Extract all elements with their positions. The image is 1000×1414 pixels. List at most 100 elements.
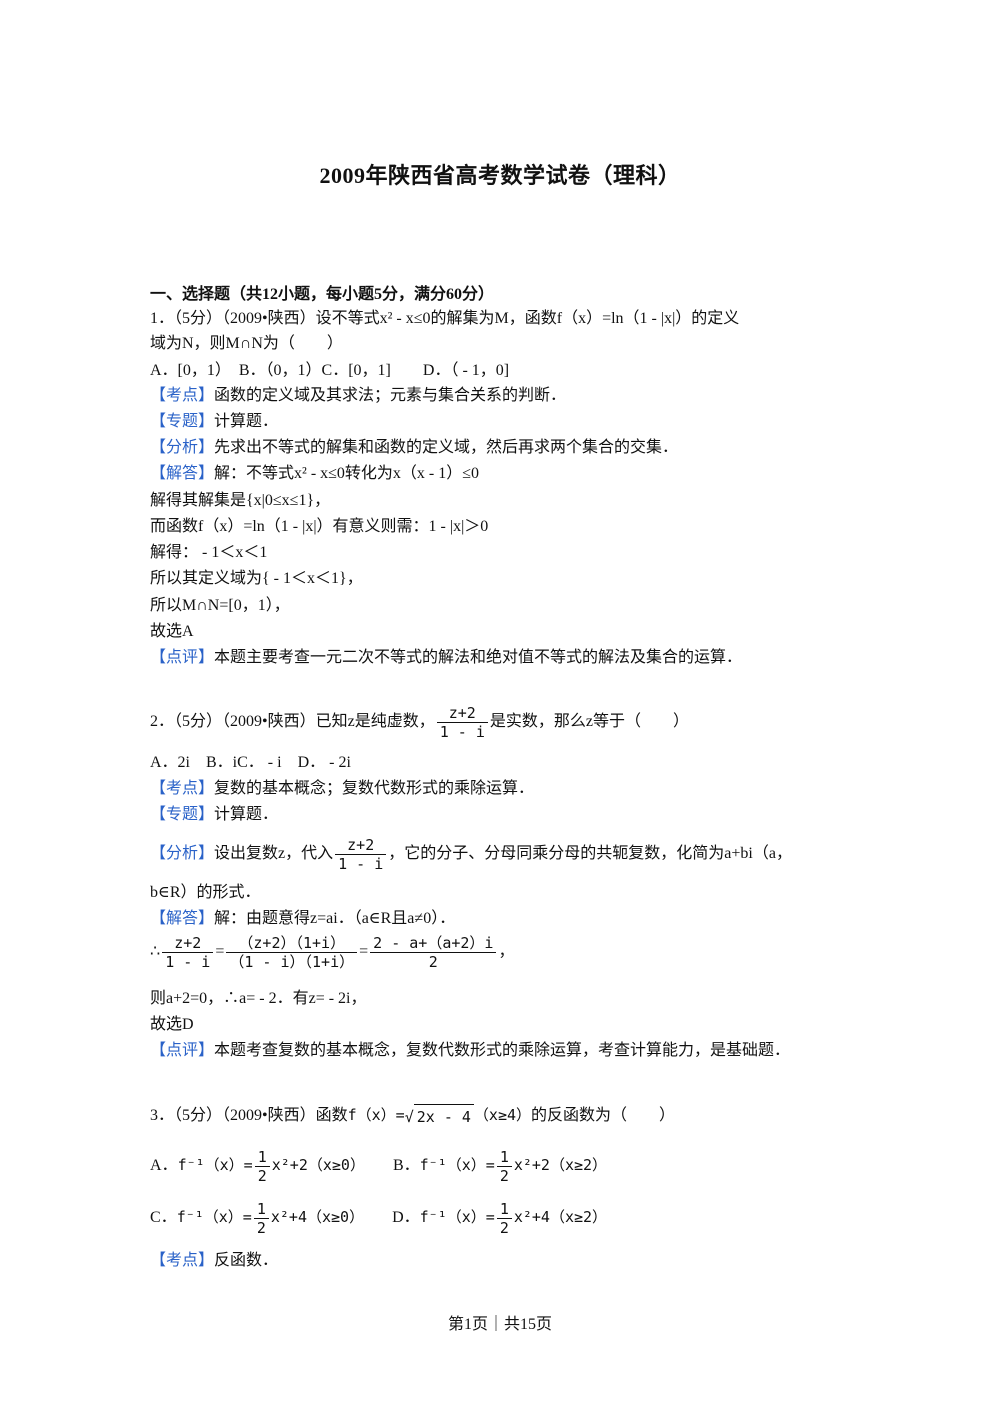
fraction-numerator: 2 - a+（a+2）i [370, 934, 497, 953]
q3-stem: 3．（5分）（2009•陕西）函数f（x）=√2x - 4（x≥4）的反函数为（… [150, 1104, 675, 1128]
option-c-lhs: f⁻¹（x）= [176, 1208, 252, 1227]
q2-zhuanti-text: 计算题． [214, 806, 279, 823]
equals-sign: = [359, 943, 369, 961]
option-a-label: A． [150, 1157, 178, 1175]
q1-zhuanti: 【专题】计算题． [150, 411, 278, 433]
comma: ， [498, 943, 515, 961]
q2-options: A．2i B．iC． - i D． - 2i [150, 754, 351, 771]
q2-kaodian: 【考点】复数的基本概念；复数代数形式的乘除运算． [150, 778, 534, 800]
fraction-numerator: z+2 [335, 836, 387, 855]
option-b-rhs: x²+2（x≥2） [513, 1156, 608, 1175]
fraction-denominator: 2 [256, 1219, 266, 1237]
q2-dianping-text: 本题考查复数的基本概念，复数代数形式的乘除运算，考查计算能力，是基础题． [214, 1042, 791, 1059]
q1-solution-line5: 所以M∩N=[0，1）， [150, 597, 290, 614]
fraction-numerator: （z+2）（1+i） [226, 934, 358, 953]
q2-solution-line2: 故选D [150, 1016, 194, 1033]
q1-dianping-text: 本题主要考查一元二次不等式的解法和绝对值不等式的解法及集合的运算． [214, 649, 743, 666]
fraction-numerator: 1 [496, 1200, 512, 1219]
jieda-tag: 【解答】 [150, 910, 215, 927]
zhuanti-tag: 【专题】 [150, 413, 215, 430]
sqrt-expression: √2x - 4 [405, 1104, 474, 1128]
fraction-denominator: 2 [499, 1219, 509, 1237]
kaodian-tag: 【考点】 [150, 1252, 215, 1269]
option-c-rhs: x²+4（x≥0） [270, 1208, 365, 1227]
fraction-numerator: 1 [496, 1148, 512, 1167]
fraction-denominator: 2 [257, 1167, 267, 1185]
zhuanti-tag: 【专题】 [150, 806, 215, 823]
fenxi-tag: 【分析】 [150, 439, 215, 456]
q1-solution-line6: 故选A [150, 623, 194, 640]
option-d-lhs: f⁻¹（x）= [419, 1208, 495, 1227]
q1-solution-line2: 而函数f（x）=ln（1 - |x|）有意义则需：1 - |x|＞0 [150, 518, 489, 535]
fraction-denominator: （1 - i）（1+i） [229, 953, 355, 971]
fraction-numerator: z+2 [436, 704, 488, 723]
q3-stem-post: 的反函数为（ ） [531, 1107, 676, 1124]
q1-solution-line1: 解得其解集是{x|0≤x≤1}， [150, 492, 331, 509]
equals-sign: = [215, 943, 225, 961]
q2-solution-line1: 则a+2=0，∴a= - 2．有z= - 2i， [150, 990, 367, 1007]
fraction-numerator: z+2 [162, 934, 214, 953]
option-a-lhs: f⁻¹（x）= [177, 1156, 253, 1175]
therefore-symbol: ∴ [150, 943, 161, 961]
q1-jieda: 【解答】解：不等式x² - x≤0转化为x（x - 1）≤0 [150, 463, 479, 485]
option-b-label: B． [392, 1157, 420, 1175]
q1-solution-line4: 所以其定义域为{ - 1＜x＜1}， [150, 570, 363, 587]
q2-jieda-text: 解：由题意得z=ai．（a∈R且a≠0）． [214, 910, 456, 927]
q2-jieda: 【解答】解：由题意得z=ai．（a∈R且a≠0）． [150, 908, 455, 930]
fraction-numerator: 1 [254, 1148, 270, 1167]
fraction-denominator: 2 [499, 1167, 509, 1185]
q2-fenxi-post: ，它的分子、分母同乘分母的共轭复数，化简为a+bi（a， [388, 845, 792, 863]
q2-kaodian-text: 复数的基本概念；复数代数形式的乘除运算． [214, 780, 535, 797]
eq-fraction-2: （z+2）（1+i）（1 - i）（1+i） [226, 934, 358, 971]
page-footer: 第1页｜共15页 [447, 1316, 552, 1333]
fraction-numerator: 1 [253, 1200, 269, 1219]
fraction-denominator: 1 - i [338, 855, 384, 873]
q1-kaodian: 【考点】函数的定义域及其求法；元素与集合关系的判断． [150, 385, 566, 407]
q3-domain-condition: （x≥4） [473, 1106, 532, 1124]
q1-dianping: 【点评】本题主要考查一元二次不等式的解法和绝对值不等式的解法及集合的运算． [150, 647, 742, 669]
q1-fenxi-text: 先求出不等式的解集和函数的定义域，然后再求两个集合的交集． [214, 439, 679, 456]
q1-stem-line1: 1．（5分）（2009•陕西）设不等式x² - x≤0的解集为M，函数f（x）=… [150, 310, 740, 327]
kaodian-tag: 【考点】 [150, 387, 215, 404]
kaodian-tag: 【考点】 [150, 780, 215, 797]
q1-kaodian-text: 函数的定义域及其求法；元素与集合关系的判断． [214, 387, 567, 404]
section-heading: 一、选择题（共12小题，每小题5分，满分60分） [150, 286, 495, 303]
page-title: 2009年陕西省高考数学试卷（理科） [319, 163, 681, 188]
dianping-tag: 【点评】 [150, 1042, 215, 1059]
q3-kaodian-text: 反函数． [214, 1252, 279, 1269]
fraction-denominator: 1 - i [439, 723, 485, 741]
radicand: 2x - 4 [413, 1104, 474, 1128]
q1-zhuanti-text: 计算题． [214, 413, 279, 430]
q1-fenxi: 【分析】先求出不等式的解集和函数的定义域，然后再求两个集合的交集． [150, 437, 678, 459]
fenxi-tag: 【分析】 [150, 845, 215, 863]
q2-fenxi-pre: 设出复数z，代入 [214, 845, 334, 863]
option-d-rhs: x²+4（x≥2） [513, 1208, 608, 1227]
q1-options: A．[0，1） B．（0，1）C．[0，1] D．（ - 1，0] [150, 362, 510, 379]
q2-fenxi-cont: b∈R）的形式． [150, 884, 261, 901]
q2-dianping: 【点评】本题考查复数的基本概念，复数代数形式的乘除运算，考查计算能力，是基础题． [150, 1040, 790, 1062]
option-c-label: C． [150, 1209, 177, 1227]
q1-stem-line2: 域为N，则M∩N为（ ） [150, 335, 343, 352]
dianping-tag: 【点评】 [150, 649, 215, 666]
q1-jieda-text: 解：不等式x² - x≤0转化为x（x - 1）≤0 [214, 465, 480, 482]
q2-stem-pre: 2．（5分）（2009•陕西）已知z是纯虚数， [150, 713, 435, 731]
fraction-denominator: 2 [428, 953, 438, 971]
option-d-label: D． [392, 1209, 420, 1227]
jieda-tag: 【解答】 [150, 465, 215, 482]
q3-kaodian: 【考点】反函数． [150, 1250, 278, 1272]
q3-stem-pre: 3．（5分）（2009•陕西）函数 [150, 1107, 348, 1124]
